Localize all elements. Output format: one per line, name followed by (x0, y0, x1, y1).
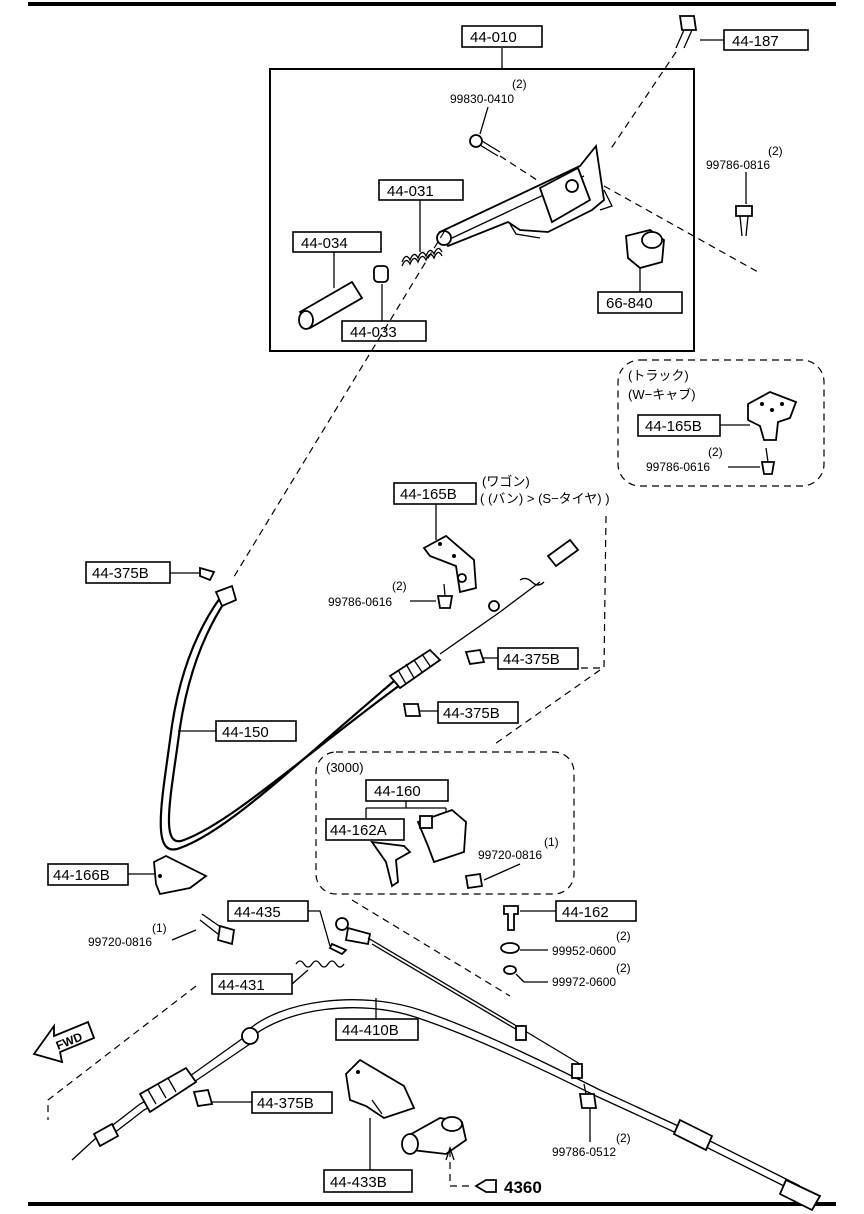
valve-assembly (401, 1116, 468, 1155)
rear-cable-44-410b (71, 999, 822, 1212)
part-label-44-410b: 44-410B (342, 1022, 399, 1039)
lever-assembly-frame (269, 68, 695, 352)
part-label-44-034: 44-034 (301, 235, 348, 252)
bracket-44-165b-wagon (422, 534, 477, 594)
part-label-44-010: 44-010 (470, 29, 517, 46)
part-label-44-150: 44-150 (222, 724, 269, 741)
fwd-arrow-icon: FWD (32, 1020, 96, 1064)
washer-99952-0600 (500, 942, 520, 954)
label-box-44-034[interactable] (292, 231, 382, 253)
spring-44-031 (401, 247, 443, 267)
part-label-44-433b: 44-433B (330, 1174, 387, 1191)
label-box-44-375b-3[interactable] (437, 701, 519, 724)
label-box-44-433b[interactable] (323, 1169, 413, 1193)
switch-66-840 (625, 229, 665, 269)
bolt-99786-0816 (735, 205, 753, 237)
part-label-44-375b-2: 44-375B (503, 651, 560, 668)
fwd-label: FWD (54, 1029, 85, 1052)
equalizer-rod (335, 917, 581, 1065)
bolt-label-99830-0410: 99830-0410 (450, 92, 514, 106)
part-label-44-375b-4: 44-375B (257, 1095, 314, 1112)
svg-text:(1): (1) (544, 835, 559, 849)
part-label-44-033: 44-033 (350, 324, 397, 341)
grip-44-034 (298, 280, 364, 330)
bolt-99830 (469, 134, 501, 157)
note-truck: (トラック) (628, 368, 689, 383)
label-box-44-165b-wagon[interactable] (393, 482, 477, 505)
svg-text:(2): (2) (708, 445, 723, 459)
bolt-label-99786-0616-truck: 99786-0616 (646, 460, 710, 474)
part-label-44-431: 44-431 (218, 977, 265, 994)
label-box-44-410b[interactable] (335, 1018, 419, 1041)
part-label-44-435: 44-435 (234, 904, 281, 921)
bolt-label-99720-0816-inner: 99720-0816 (478, 848, 542, 862)
part-label-66-840: 66-840 (606, 295, 653, 312)
svg-text:(2): (2) (616, 929, 631, 943)
bolt-99786-0616-mid (436, 583, 454, 609)
bolt-44-187 (675, 15, 698, 49)
reference-4360[interactable]: 4360 (504, 1178, 542, 1197)
bracket-44-165b-truck (747, 391, 798, 441)
svg-text:(2): (2) (768, 144, 783, 158)
spring-44-431 (295, 960, 345, 968)
label-box-44-010[interactable] (461, 25, 543, 48)
pin-44-162 (503, 905, 519, 931)
pin-44-435 (328, 942, 348, 956)
bracket-44-166b (153, 854, 208, 896)
bolt-99786-0616-truck (760, 447, 776, 475)
equalizer-44-160 (370, 808, 467, 888)
label-box-44-031[interactable] (378, 179, 464, 201)
svg-text:(1): (1) (152, 921, 167, 935)
clip-44-375b-1 (199, 566, 216, 582)
bolt-99720-0816-inner (464, 872, 484, 890)
bolt-label-99720-0816-left: 99720-0816 (88, 935, 152, 949)
svg-text:(2): (2) (616, 961, 631, 975)
parking-brake-lever (436, 143, 613, 248)
part-label-44-162a: 44-162A (330, 822, 387, 839)
note-van-s-tire: ( (バン) > (S−タイヤ) ) (480, 491, 610, 506)
bracket-44-433b (345, 1058, 416, 1119)
reference-pointer-icon (474, 1179, 497, 1193)
part-label-44-375b-3: 44-375B (443, 705, 500, 722)
bolt-99786-0512 (578, 1083, 598, 1109)
bolt-label-99786-0512: 99786-0512 (552, 1145, 616, 1159)
note-w-cab: (W−キャブ) (628, 387, 696, 402)
clip-44-375b-3 (402, 703, 422, 717)
button-44-033 (373, 265, 389, 283)
part-label-44-160: 44-160 (374, 783, 421, 800)
engine-3000-frame (315, 751, 575, 895)
svg-text:(2): (2) (512, 77, 527, 91)
bolt-label-99786-0616-mid: 99786-0616 (328, 595, 392, 609)
bolt-99720-0816-left (199, 913, 236, 946)
bolt-label-99972-0600: 99972-0600 (552, 975, 616, 989)
part-label-44-031: 44-031 (387, 183, 434, 200)
part-label-44-165b-wagon: 44-165B (400, 486, 457, 503)
label-box-44-033[interactable] (341, 320, 427, 342)
part-label-44-162: 44-162 (562, 904, 609, 921)
bolt-label-99952-0600: 99952-0600 (552, 944, 616, 958)
svg-text:(2): (2) (392, 579, 407, 593)
front-cable-44-150 (159, 538, 580, 851)
part-label-44-166b: 44-166B (53, 867, 110, 884)
part-label-44-187: 44-187 (732, 33, 779, 50)
clip-44-375b-4 (192, 1088, 214, 1108)
part-label-44-375b-1: 44-375B (92, 565, 149, 582)
bolt-label-99786-0816: 99786-0816 (706, 158, 770, 172)
note-wagon: (ワゴン) (482, 474, 530, 489)
washer-99972-0600 (503, 965, 517, 975)
part-label-44-165b-truck: 44-165B (645, 418, 702, 435)
svg-text:(2): (2) (616, 1131, 631, 1145)
clip-44-375b-2 (464, 649, 486, 665)
label-box-44-162a[interactable] (325, 818, 405, 841)
label-box-44-160[interactable] (365, 779, 449, 802)
note-3000: (3000) (326, 760, 364, 775)
